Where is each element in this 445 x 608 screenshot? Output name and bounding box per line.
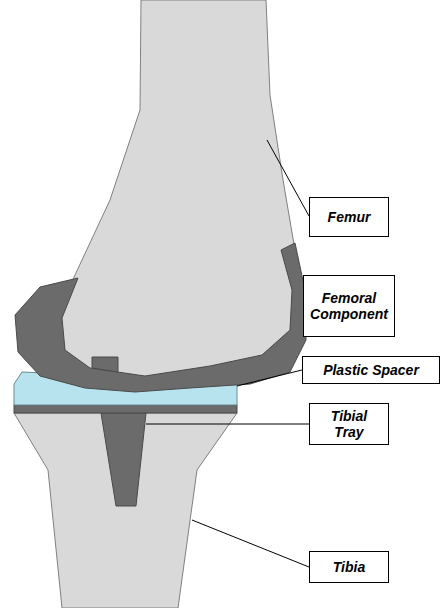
femur-bone bbox=[55, 0, 300, 380]
leader-line bbox=[192, 520, 309, 567]
part-label: Tibial Tray bbox=[316, 408, 382, 440]
part-label: Plastic Spacer bbox=[323, 362, 419, 378]
part-label: Femur bbox=[328, 209, 371, 225]
label-box: Tibia bbox=[309, 551, 389, 583]
tibial-tray-plate bbox=[14, 405, 237, 413]
part-label: Femoral Component bbox=[310, 290, 388, 322]
leader-line bbox=[237, 370, 302, 386]
tibial-tray-stem bbox=[101, 413, 146, 506]
leader-line bbox=[146, 424, 309, 425]
label-box: Plastic Spacer bbox=[302, 356, 440, 384]
part-label: Tibia bbox=[333, 559, 365, 575]
label-box: Femoral Component bbox=[303, 275, 395, 337]
femoral-component bbox=[15, 243, 306, 392]
label-box: Tibial Tray bbox=[309, 403, 389, 445]
tibia-bone bbox=[14, 413, 237, 608]
label-box: Femur bbox=[309, 197, 389, 237]
femoral-peg bbox=[92, 357, 118, 372]
leader-line bbox=[267, 140, 309, 216]
